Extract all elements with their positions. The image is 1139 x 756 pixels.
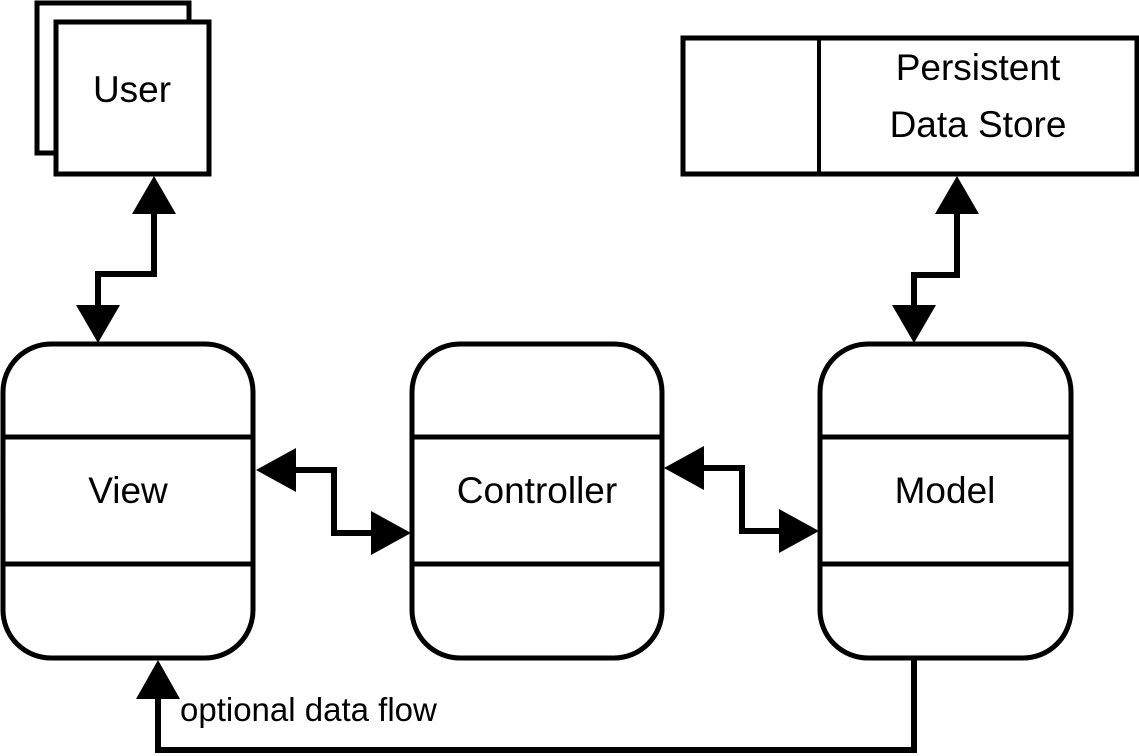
optional-data-flow-label: optional data flow [180, 691, 437, 728]
controller-model-arrowhead-left [664, 446, 704, 490]
user-view-arrowhead-down [76, 305, 120, 343]
user-label: User [93, 69, 171, 110]
view-controller-arrowhead-right [371, 511, 411, 555]
controller-label: Controller [457, 470, 617, 511]
view-label: View [88, 470, 168, 511]
data-store-label-line1: Persistent [896, 47, 1061, 88]
model-node: Model [817, 341, 1074, 661]
controller-box [409, 341, 665, 661]
view-box [0, 341, 256, 661]
store-model-arrowhead-up [935, 176, 979, 214]
optional-data-flow-line [155, 659, 917, 753]
view-controller-arrowhead-left [256, 448, 296, 492]
view-controller-line [292, 467, 376, 536]
controller-model-connector [664, 446, 819, 553]
controller-model-line [702, 465, 783, 534]
model-label: Model [895, 470, 996, 511]
user-view-line [95, 210, 157, 308]
controller-node: Controller [409, 341, 665, 661]
data-store-node: Persistent Data Store [680, 35, 1139, 177]
model-box [817, 341, 1074, 661]
user-node: User [34, 0, 212, 177]
optional-data-flow-arrowhead [136, 660, 180, 699]
controller-model-arrowhead-right [779, 509, 819, 553]
store-model-arrowhead-down [892, 305, 936, 343]
view-node: View [0, 341, 256, 661]
user-view-arrowhead-up [132, 176, 176, 214]
optional-data-flow-connector: optional data flow [136, 659, 917, 753]
store-model-connector [892, 176, 979, 343]
data-store-box [680, 35, 1139, 177]
data-store-label-line2: Data Store [890, 104, 1067, 145]
store-model-line [911, 212, 960, 307]
user-front-card [53, 19, 212, 177]
view-controller-connector [256, 448, 411, 555]
user-view-connector [76, 176, 176, 343]
